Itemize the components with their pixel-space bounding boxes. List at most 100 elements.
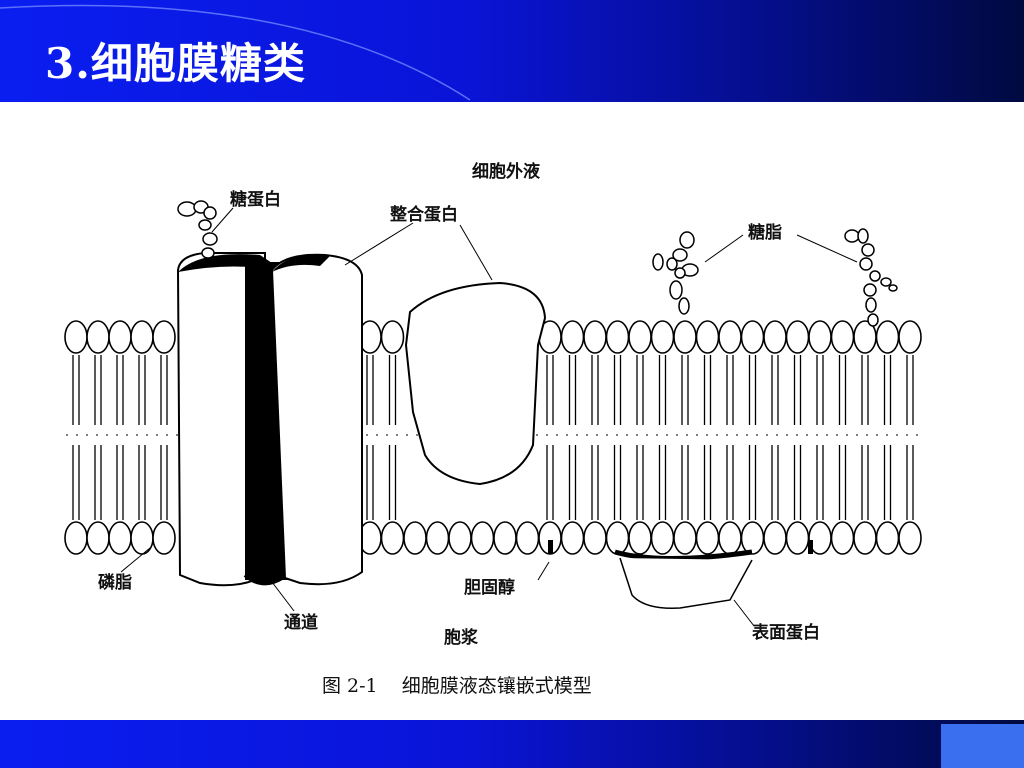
- glycolipid-sugar-chain: [844, 228, 898, 327]
- phospholipid-tails: [771, 445, 779, 520]
- phospholipid-head: [108, 320, 132, 354]
- phospholipid-tails: [771, 355, 779, 425]
- cell-membrane-diagram: 细胞外液 糖蛋白 整合蛋白 糖脂 磷脂 胆固醇 通道 胞浆 表面蛋白 图 2-1…: [64, 161, 922, 697]
- phospholipid-tails: [546, 445, 554, 520]
- phospholipid-tails: [726, 355, 734, 425]
- phospholipid-head: [875, 521, 900, 555]
- phospholipid-head: [673, 521, 697, 555]
- phospholipid-tails: [658, 355, 667, 425]
- label-integral-protein: 整合蛋白: [390, 204, 458, 225]
- phospholipid-head: [785, 320, 810, 354]
- glycoprotein-sugar-chain: [177, 200, 218, 259]
- phospholipid-head: [740, 320, 765, 354]
- phospholipid-head: [425, 521, 450, 555]
- phospholipid-head: [718, 521, 742, 555]
- phospholipid-tails: [861, 355, 869, 425]
- phospholipid-tails: [681, 355, 689, 425]
- phospholipid-head: [740, 521, 765, 555]
- phospholipid-tails: [160, 445, 168, 520]
- phospholipid-head: [898, 521, 922, 555]
- phospholipid-head: [808, 320, 832, 354]
- figure-caption: 图 2-1 细胞膜液态镶嵌式模型: [322, 675, 592, 697]
- label-extracellular: 细胞外液: [472, 161, 540, 182]
- phospholipid-head: [763, 521, 787, 555]
- cholesterol-mark: [808, 540, 813, 554]
- label-cholesterol: 胆固醇: [464, 577, 515, 598]
- phospholipid-head: [785, 521, 810, 555]
- slide-title: 3.细胞膜糖类: [45, 39, 306, 88]
- phospholipid-head: [875, 320, 900, 354]
- cholesterol-mark: [548, 540, 553, 554]
- phospholipid-tails: [388, 445, 397, 520]
- phospholipid-head: [718, 320, 742, 354]
- phospholipid-tails: [816, 355, 824, 425]
- phospholipid-tails: [793, 355, 802, 425]
- phospholipid-head: [695, 320, 720, 354]
- phospholipid-head: [380, 320, 405, 354]
- phospholipid-tails: [591, 445, 599, 520]
- phospholipid-tails: [366, 445, 374, 520]
- phospholipid-tails: [636, 355, 644, 425]
- leader-lines: [120, 207, 858, 627]
- phospholipid-head: [560, 320, 585, 354]
- phospholipid-tails: [658, 445, 667, 520]
- phospholipid-head: [583, 521, 607, 555]
- phospholipid-tails: [568, 355, 577, 425]
- label-glycoprotein: 糖蛋白: [230, 189, 281, 210]
- phospholipid-tails: [116, 355, 124, 425]
- phospholipid-tails: [726, 445, 734, 520]
- phospholipid-tails: [816, 445, 824, 520]
- phospholipid-head: [86, 521, 110, 555]
- phospholipid-tails: [883, 355, 892, 425]
- phospholipid-head: [583, 320, 607, 354]
- phospholipid-tails: [116, 445, 124, 520]
- header-decor-arc: [0, 4, 471, 101]
- phospholipid-tails: [703, 355, 712, 425]
- phospholipid-tails: [636, 445, 644, 520]
- slide-header: 3.细胞膜糖类: [0, 0, 1024, 102]
- phospholipid-tails: [883, 445, 892, 520]
- phospholipid-head: [898, 320, 922, 354]
- phospholipid-tails: [748, 355, 757, 425]
- phospholipid-tails: [94, 445, 102, 520]
- phospholipid-head: [130, 521, 154, 555]
- phospholipid-head: [763, 320, 787, 354]
- phospholipid-head: [628, 521, 652, 555]
- phospholipid-head: [448, 521, 472, 555]
- label-glycolipid: 糖脂: [748, 222, 782, 243]
- glycolipid-sugar-chain: [652, 231, 699, 315]
- phospholipid-head: [493, 521, 517, 555]
- phospholipid-head: [605, 521, 630, 555]
- phospholipid-head: [830, 521, 855, 555]
- channel-protein: [176, 252, 363, 587]
- phospholipid-head: [108, 521, 132, 555]
- label-peripheral-protein: 表面蛋白: [752, 622, 820, 643]
- slide-footer: [0, 720, 1024, 768]
- phospholipid-head: [650, 320, 675, 354]
- phospholipid-head: [470, 521, 495, 555]
- phospholipid-head: [695, 521, 720, 555]
- phospholipid-bilayer: [64, 320, 922, 555]
- phospholipid-head: [86, 320, 110, 354]
- phospholipid-tails: [861, 445, 869, 520]
- phospholipid-tails: [748, 445, 757, 520]
- phospholipid-tails: [72, 445, 80, 520]
- phospholipid-tails: [906, 355, 914, 425]
- phospholipid-tails: [366, 355, 374, 425]
- phospholipid-tails: [94, 355, 102, 425]
- phospholipid-tails: [546, 355, 554, 425]
- phospholipid-head: [64, 320, 88, 354]
- phospholipid-head: [650, 521, 675, 555]
- integral-protein: [404, 281, 547, 486]
- phospholipid-head: [673, 320, 697, 354]
- phospholipid-tails: [138, 445, 146, 520]
- phospholipid-tails: [906, 445, 914, 520]
- phospholipid-tails: [703, 445, 712, 520]
- phospholipid-head: [152, 320, 176, 354]
- phospholipid-tails: [793, 445, 802, 520]
- phospholipid-head: [64, 521, 88, 555]
- label-channel: 通道: [284, 612, 318, 633]
- phospholipid-tails: [591, 355, 599, 425]
- phospholipid-tails: [838, 445, 847, 520]
- phospholipid-tails: [613, 355, 622, 425]
